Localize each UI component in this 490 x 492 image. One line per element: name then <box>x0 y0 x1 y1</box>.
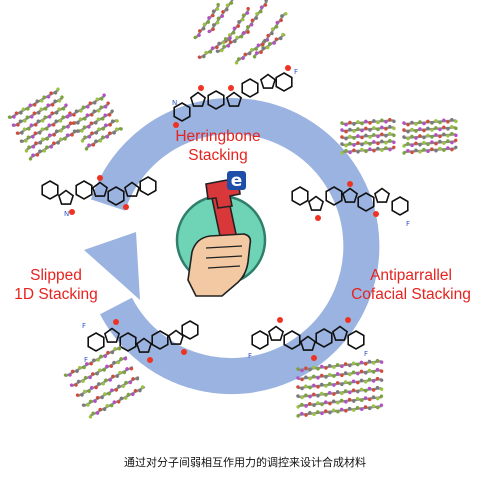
packing-strand <box>75 109 114 133</box>
packing-strand <box>340 131 396 141</box>
packing-slipped-lower <box>63 345 146 419</box>
packing-strand <box>15 103 68 135</box>
packing-strand <box>402 145 458 155</box>
svg-text:F: F <box>406 220 410 228</box>
packing-slipped <box>7 87 123 161</box>
packing-strand <box>207 0 234 34</box>
molecule-right: F <box>291 181 410 228</box>
packing-strand <box>7 87 60 119</box>
figure-caption: 通过对分子间弱相互作用力的调控来设计合成材料 <box>124 456 366 469</box>
packing-strand <box>402 117 458 127</box>
packing-strand <box>296 394 384 409</box>
packing-strand <box>84 127 123 151</box>
packing-strand <box>340 124 396 134</box>
packing-strand <box>81 375 140 407</box>
packing-strand <box>11 95 64 127</box>
molecule-left: N <box>41 175 157 218</box>
label-herringbone-stacking: Herringbone Stacking <box>175 128 261 164</box>
molecule-top: F N <box>172 65 298 128</box>
svg-text:F: F <box>84 356 88 364</box>
svg-text:e: e <box>231 171 243 191</box>
packing-strand <box>215 29 250 53</box>
packing-cofacial-lower <box>296 358 384 418</box>
packing-strand <box>63 345 122 377</box>
packing-strand <box>234 38 268 65</box>
packing-strand <box>296 358 384 373</box>
packing-strand <box>340 145 396 155</box>
svg-text:F: F <box>248 352 252 360</box>
packing-strand <box>252 32 286 59</box>
label-slipped-1d-stacking: Slipped 1D Stacking <box>14 267 98 303</box>
packing-strand <box>296 367 384 382</box>
packing-strand <box>402 124 458 134</box>
packing-strand <box>402 131 458 141</box>
packing-strand <box>193 2 220 40</box>
svg-text:N: N <box>64 210 69 218</box>
packing-strand <box>197 35 232 59</box>
label-antiparallel-cofacial-stacking: Antiparrallel Cofacial Stacking <box>351 267 471 303</box>
packing-strand <box>71 101 110 125</box>
packing-strand <box>80 119 119 143</box>
molecule-bottom-right: F F <box>248 317 368 361</box>
tuning-hand-wrench-icon <box>175 177 267 297</box>
journal-e-badge: e <box>227 171 246 191</box>
packing-strand <box>296 385 384 400</box>
packing-strand <box>75 365 134 397</box>
svg-text:F: F <box>364 350 368 358</box>
packing-strand <box>296 376 384 391</box>
packing-herringbone <box>193 0 288 65</box>
svg-text:F: F <box>82 322 86 330</box>
packing-strand <box>19 111 72 143</box>
packing-strand <box>67 93 106 117</box>
packing-strand <box>69 355 128 387</box>
packing-strand <box>340 117 396 127</box>
cycle-arrow <box>84 98 380 395</box>
packing-strand <box>340 138 396 148</box>
packing-strand <box>296 403 384 418</box>
packing-cofacial <box>340 117 458 155</box>
packing-strand <box>88 385 146 419</box>
molecule-bottom-left: F F <box>82 319 199 364</box>
svg-text:F: F <box>294 68 298 76</box>
packing-strand <box>241 0 268 36</box>
packing-strand <box>402 138 458 148</box>
svg-text:N: N <box>172 99 177 107</box>
